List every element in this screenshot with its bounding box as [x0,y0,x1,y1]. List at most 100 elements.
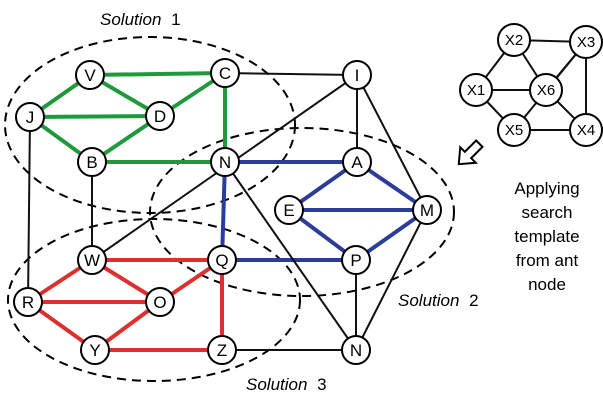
edge-n1-q [220,160,227,262]
node-circle [145,287,175,317]
node-label: X5 [505,122,523,139]
node-q: Q [207,245,237,275]
node-label: X6 [537,82,555,99]
node-x1: X1 [459,73,493,107]
node-label: B [86,153,97,172]
solution-1-word: Solution [100,10,161,29]
node-circle [207,245,237,275]
edge-i-m [356,74,428,211]
node-label: X1 [467,82,485,99]
node-circle [341,245,371,275]
node-y: Y [80,335,110,365]
node-o: O [145,287,175,317]
node-x2: X2 [497,23,531,57]
caption: Applying search template from ant node [514,179,579,294]
node-circle [210,58,240,88]
node-label: Y [89,341,100,360]
edge-c-i [224,72,358,76]
solution-1-label: Solution 1 [100,10,181,29]
node-r: R [13,287,43,317]
arrow-icon [457,139,484,166]
node-x3: X3 [569,25,603,59]
edge-m-n2 [355,209,428,351]
node-label: W [84,251,100,270]
node-label: A [351,153,363,172]
node-label: X2 [505,32,523,49]
edges-layer [26,39,587,352]
solution-2-number: 2 [469,291,478,310]
node-p: P [341,245,371,275]
edge-n1-n2 [224,161,357,351]
node-b: B [77,147,107,177]
node-circle [459,73,493,107]
solution-3-word: Solution [246,375,307,394]
node-m: M [412,195,442,225]
caption-line-5: node [528,275,566,294]
caption-line-1: Applying [514,179,579,198]
node-j: J [15,102,45,132]
node-circle [13,287,43,317]
node-label: Z [217,341,227,360]
node-circle [497,23,531,57]
solution-2-ellipse [149,127,455,297]
solution-2-label: Solution 2 [398,291,479,310]
node-z: Z [207,335,237,365]
node-circle [274,195,304,225]
node-circle [75,60,105,90]
node-n2: N [341,335,371,365]
node-circle [80,335,110,365]
node-label: N [350,341,362,360]
solution-3-number: 3 [317,375,326,394]
node-circle [210,147,240,177]
node-label: P [350,251,361,270]
caption-line-4: from ant [516,251,579,270]
node-label: I [355,66,360,85]
node-label: M [420,201,434,220]
node-d: D [145,101,175,131]
node-w: W [77,245,107,275]
node-circle [77,147,107,177]
solution-ellipses [4,36,455,382]
node-label: X4 [577,122,595,139]
node-label: E [283,201,294,220]
node-x4: X4 [569,113,603,147]
solution-2-word: Solution [398,291,459,310]
node-label: N [219,153,231,172]
edge-j-d [28,114,162,119]
node-circle [569,25,603,59]
edge-j-r [27,116,31,303]
node-circle [497,113,531,147]
node-circle [529,73,563,107]
edge-v-c [88,71,227,77]
node-label: J [26,108,35,127]
node-circle [342,147,372,177]
solution-3-ellipse [7,218,301,382]
node-circle [342,60,372,90]
node-label: V [84,66,96,85]
node-circle [77,245,107,275]
node-i: I [342,60,372,90]
node-v: V [75,60,105,90]
node-x5: X5 [497,113,531,147]
solution-3-label: Solution 3 [246,375,327,394]
node-label: X3 [577,34,595,51]
caption-line-2: search [521,203,572,222]
node-circle [412,195,442,225]
node-label: D [154,107,166,126]
node-circle [341,335,371,365]
node-a: A [342,147,372,177]
node-label: Q [215,251,228,270]
caption-line-3: template [514,227,579,246]
hollow-arrow-down-left-icon [457,139,484,166]
solution-labels: Solution 1 Solution 2 Solution 3 [100,10,479,394]
node-e: E [274,195,304,225]
node-circle [569,113,603,147]
node-x6: X6 [529,73,563,107]
node-label: R [22,293,34,312]
node-circle [145,101,175,131]
node-circle [207,335,237,365]
node-c: C [210,58,240,88]
node-label: C [219,64,231,83]
